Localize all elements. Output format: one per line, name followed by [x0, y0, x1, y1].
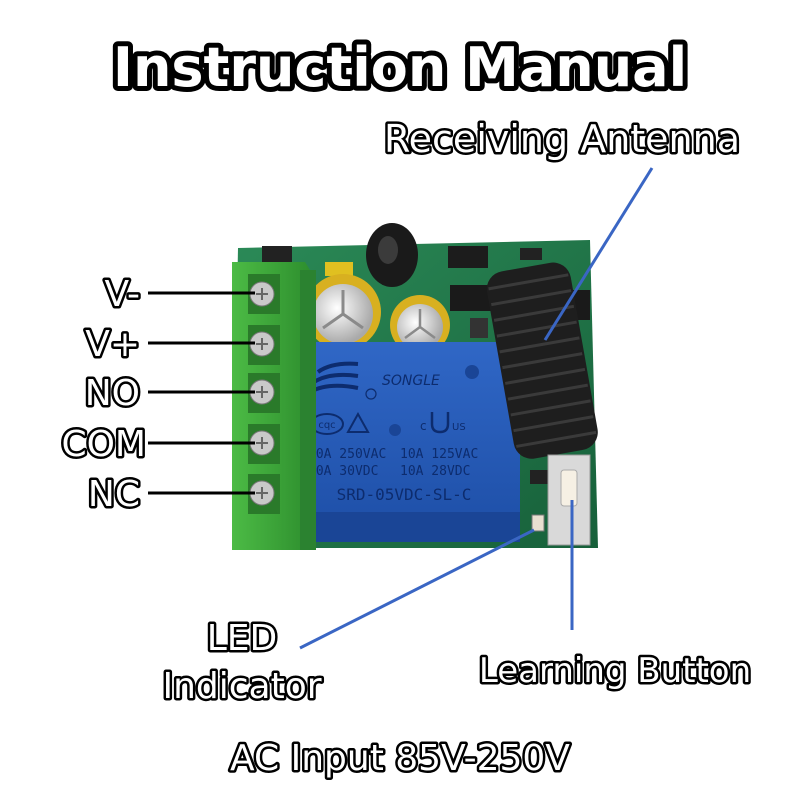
- label-ac-input: AC Input 85V-250V: [230, 738, 570, 779]
- label-v-minus: V-: [104, 274, 140, 315]
- leader-led: [299, 528, 535, 650]
- leader-antenna: [543, 167, 654, 341]
- smd-component: [530, 470, 548, 484]
- terminal-labels: V- V+ NO COM NC: [59, 272, 149, 518]
- label-nc: NC: [88, 474, 140, 515]
- smd-component: [520, 248, 542, 260]
- smd-component: [448, 246, 488, 268]
- title: Instruction Manual: [113, 36, 687, 99]
- screw-2: [248, 325, 280, 365]
- label-no: NO: [85, 373, 140, 414]
- callout-leaders: [299, 167, 654, 650]
- label-led-line2: Indicator: [162, 666, 321, 707]
- label-com: COM: [61, 424, 146, 465]
- ur-mark-c: c: [420, 419, 427, 433]
- capacitor-top-highlight: [378, 236, 398, 264]
- screw-5: [248, 474, 280, 514]
- ur-mark-icon: [430, 412, 450, 434]
- rating-1-right: 10A 125VAC: [400, 447, 478, 462]
- smd-component: [470, 318, 488, 338]
- cqc-mark-text: cqc: [318, 420, 335, 431]
- relay-brand: SONGLE: [382, 373, 440, 389]
- rating-2-right: 10A 28VDC: [400, 464, 470, 479]
- label-learning-button: Learning Button: [479, 651, 751, 691]
- relay: SONGLE cqc c US 10A 250VAC 10A 125VAC 10…: [288, 342, 520, 542]
- relay-model: SRD-05VDC-SL-C: [337, 485, 472, 504]
- label-led-line1: LED: [207, 618, 278, 659]
- led-indicator: [531, 514, 545, 532]
- warning-triangle-icon: [346, 411, 370, 433]
- registered-icon: [365, 388, 377, 400]
- antenna-coil: [486, 262, 598, 459]
- smd-component: [262, 246, 292, 262]
- learning-button: [547, 454, 591, 546]
- label-v-plus: V+: [85, 324, 140, 365]
- smd-component: [325, 262, 353, 276]
- terminal-block: [232, 262, 316, 550]
- rating-2-left: 10A 30VDC: [308, 464, 378, 479]
- label-antenna: Receiving Antenna: [384, 117, 740, 161]
- us-mark: US: [452, 422, 466, 433]
- mounting-dot: [389, 424, 401, 436]
- terminal-leaders: [148, 291, 255, 495]
- capacitors: [305, 223, 450, 355]
- smd-component: [450, 285, 492, 311]
- mounting-dot: [465, 365, 479, 379]
- rating-1-left: 10A 250VAC: [308, 447, 386, 462]
